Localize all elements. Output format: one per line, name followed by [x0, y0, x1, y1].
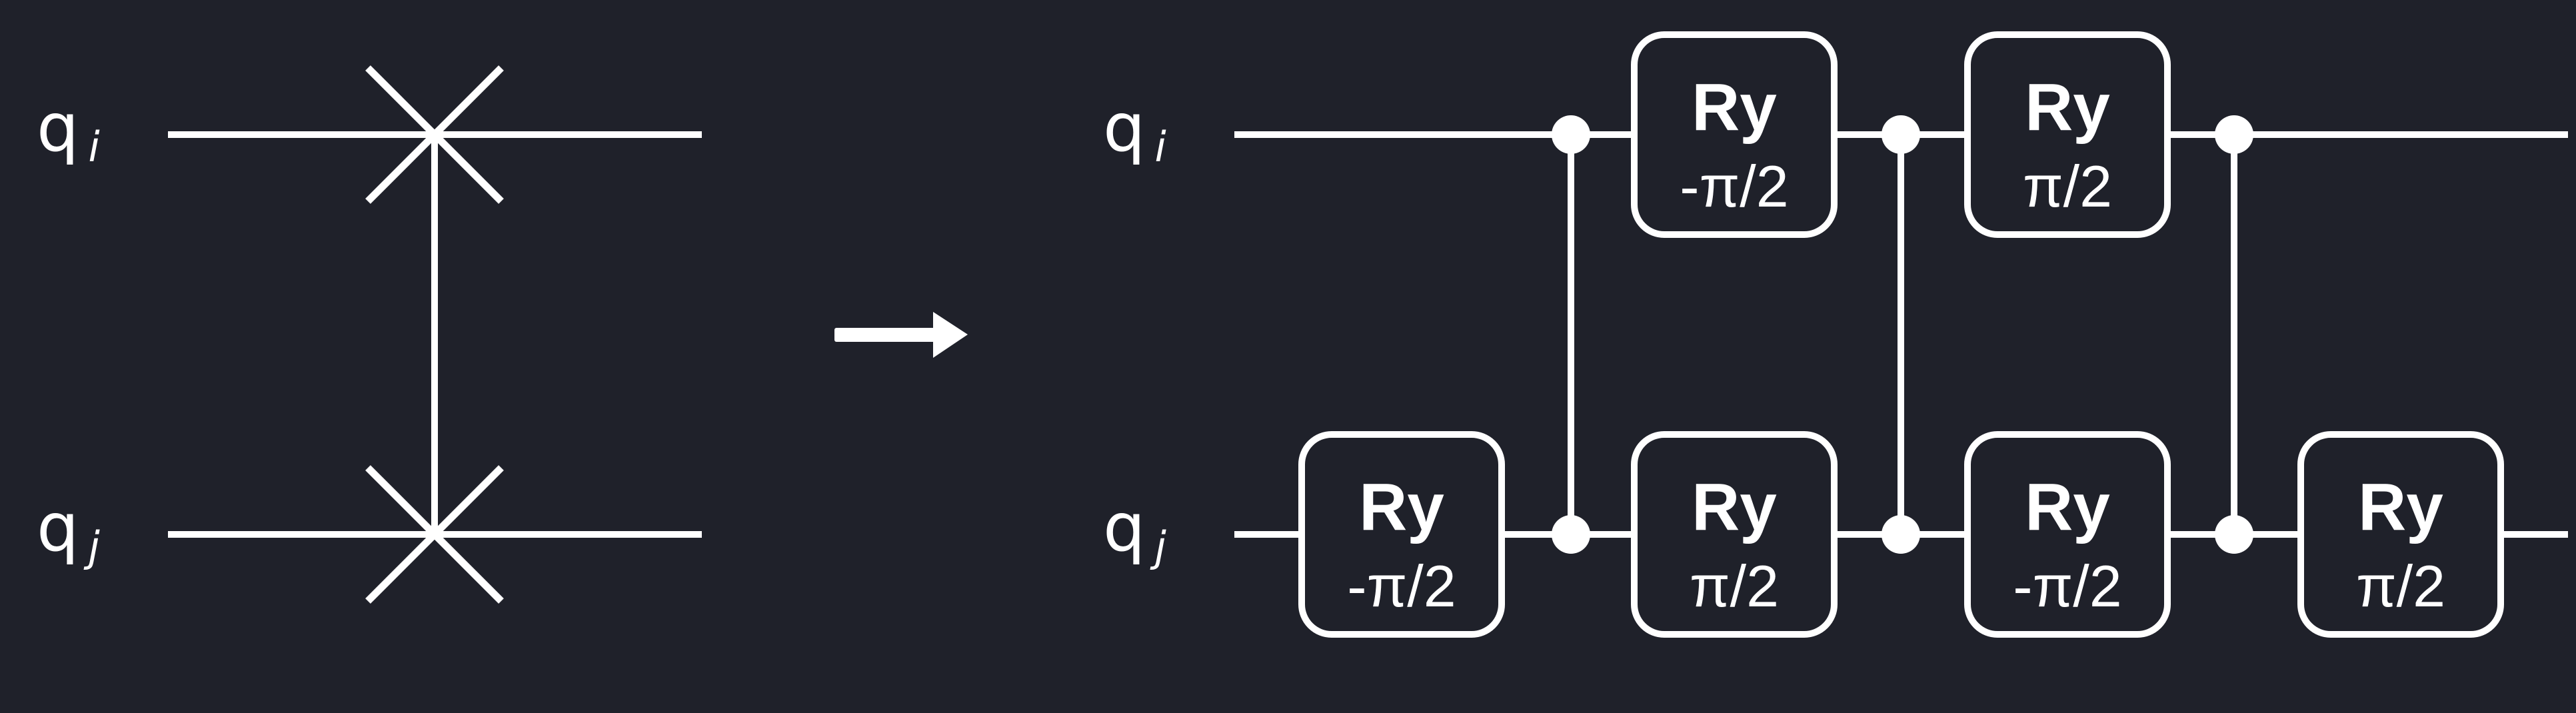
controlled-z-gate	[1882, 115, 1920, 554]
gate-box	[1964, 31, 2171, 238]
gate-box	[2297, 431, 2504, 638]
gate-parameter: π/2	[2356, 553, 2445, 619]
control-dot-icon	[2215, 515, 2253, 554]
swap-x-icon	[365, 465, 504, 604]
gate-parameter: -π/2	[2013, 553, 2121, 619]
gate-box	[1631, 431, 1838, 638]
right-arrow-icon	[834, 312, 968, 358]
gate-name: Ry	[1359, 470, 1444, 544]
ry-gate: Ry π/2	[1964, 31, 2171, 238]
ry-gate: Ry π/2	[1631, 431, 1838, 638]
gate-box	[1298, 431, 1505, 638]
gate-name: Ry	[1692, 470, 1777, 544]
gate-parameter: π/2	[1690, 553, 1779, 619]
controlled-z-gate	[1552, 115, 1590, 554]
ry-gate: Ry π/2	[2297, 431, 2504, 638]
gate-name: Ry	[2358, 470, 2443, 544]
control-dot-icon	[1552, 115, 1590, 154]
gate-parameter: π/2	[2023, 153, 2112, 219]
swap-x-icon	[365, 65, 504, 204]
controlled-z-gate	[2215, 115, 2253, 554]
control-dot-icon	[1882, 115, 1920, 154]
gate-parameter: -π/2	[1680, 153, 1788, 219]
ry-gate: Ry -π/2	[1964, 431, 2171, 638]
control-dot-icon	[1882, 515, 1920, 554]
gate-name: Ry	[2025, 470, 2110, 544]
gate-box	[1964, 431, 2171, 638]
ry-gate: Ry -π/2	[1298, 431, 1505, 638]
control-dot-icon	[1552, 515, 1590, 554]
gate-parameter: -π/2	[1347, 553, 1456, 619]
control-dot-icon	[2215, 115, 2253, 154]
ry-gate: Ry -π/2	[1631, 31, 1838, 238]
gate-name: Ry	[2025, 70, 2110, 145]
gate-box	[1631, 31, 1838, 238]
gate-name: Ry	[1692, 70, 1777, 145]
